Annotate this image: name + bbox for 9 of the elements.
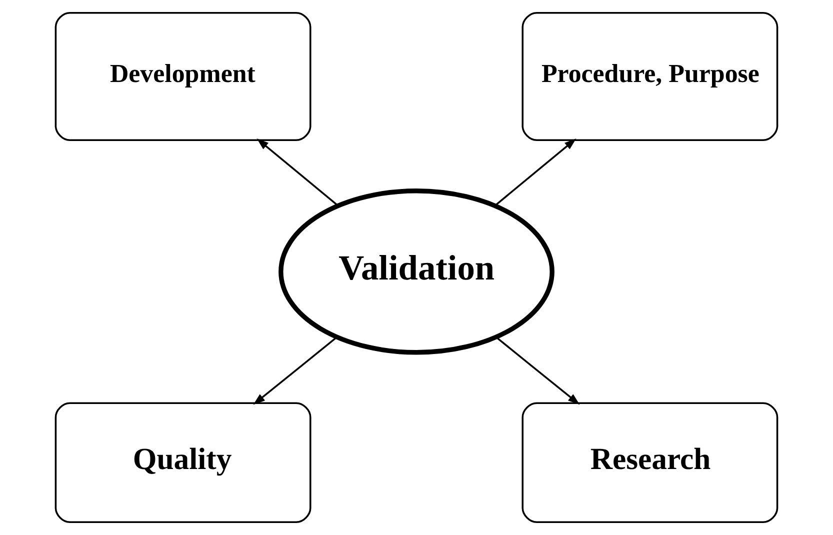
node-box: Quality [54, 402, 312, 524]
node-box: Research [522, 402, 778, 524]
arrow [494, 138, 576, 206]
arrow [256, 138, 338, 206]
node-ellipse: Validation [278, 188, 554, 355]
arrow [496, 336, 580, 405]
arrow [253, 336, 338, 405]
node-box: Procedure, Purpose [522, 12, 778, 142]
node-box: Development [54, 12, 312, 142]
